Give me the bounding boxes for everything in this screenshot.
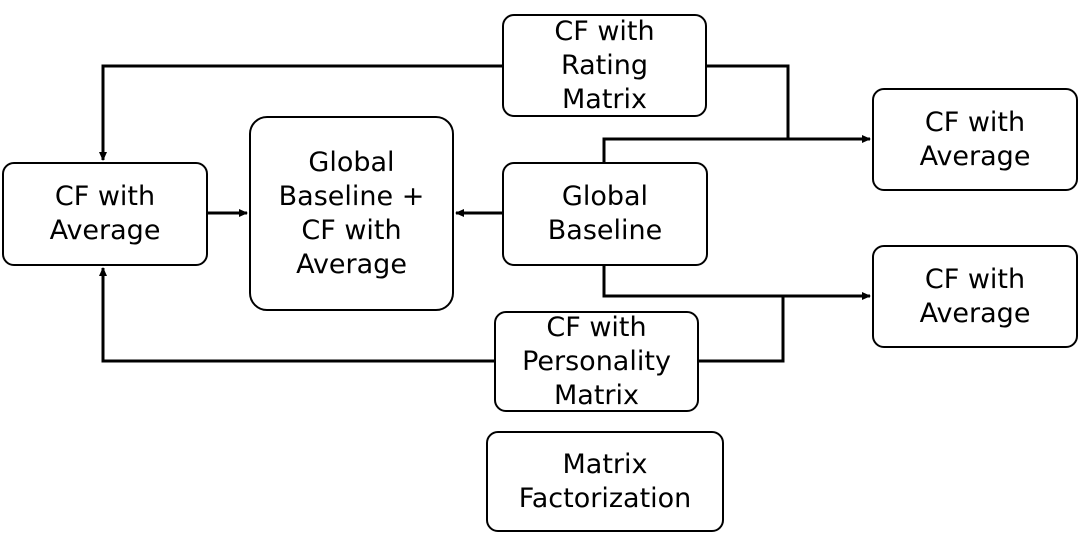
cf-average-left-box: CF with Average xyxy=(2,162,208,266)
global-baseline-label: Global Baseline xyxy=(547,181,663,246)
cf-rating-matrix-box: CF with Rating Matrix xyxy=(502,14,707,117)
cf-personality-matrix-box: CF with Personality Matrix xyxy=(494,311,699,412)
cf-rating-matrix-label: CF with Rating Matrix xyxy=(554,15,655,115)
global-baseline-plus-cf-label: Global Baseline + CF with Average xyxy=(278,146,425,280)
cf-average-right-top-label: CF with Average xyxy=(919,106,1031,172)
edge-personality-to-left-average xyxy=(99,267,494,363)
matrix-factorization-box: Matrix Factorization xyxy=(486,431,724,532)
edge-personality-to-right-average-bottom xyxy=(699,296,785,363)
global-baseline-box: Global Baseline xyxy=(502,162,708,266)
matrix-factorization-label: Matrix Factorization xyxy=(518,448,692,514)
edge-rating-to-left-average xyxy=(99,64,502,161)
edge-baseline-to-right-average-top xyxy=(602,135,871,162)
cf-average-left-label: CF with Average xyxy=(49,181,161,246)
global-baseline-plus-cf-box: Global Baseline + CF with Average xyxy=(249,116,454,311)
cf-personality-matrix-label: CF with Personality Matrix xyxy=(522,311,671,411)
cf-average-right-bottom-box: CF with Average xyxy=(872,245,1078,348)
cf-average-right-top-box: CF with Average xyxy=(872,88,1078,191)
edge-rating-to-right-average-top xyxy=(707,64,790,139)
cf-average-right-bottom-label: CF with Average xyxy=(919,263,1031,329)
edge-baseline-to-right-average-bottom xyxy=(602,266,871,300)
